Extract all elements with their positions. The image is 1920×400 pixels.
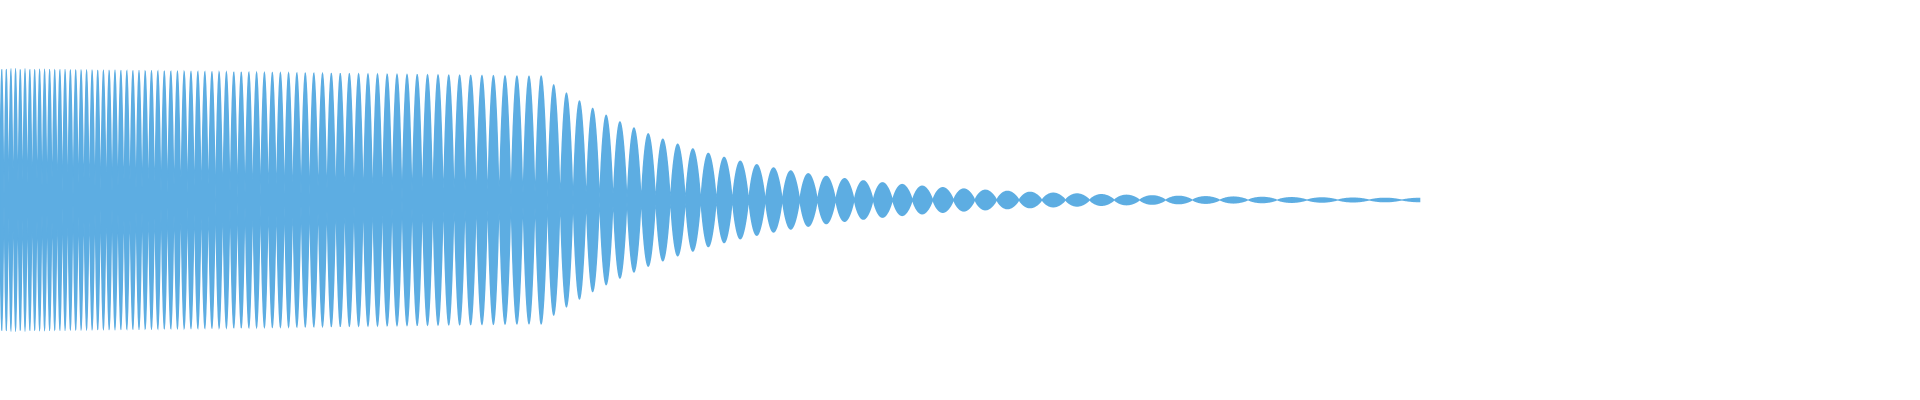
waveform-shape [0, 68, 1421, 332]
